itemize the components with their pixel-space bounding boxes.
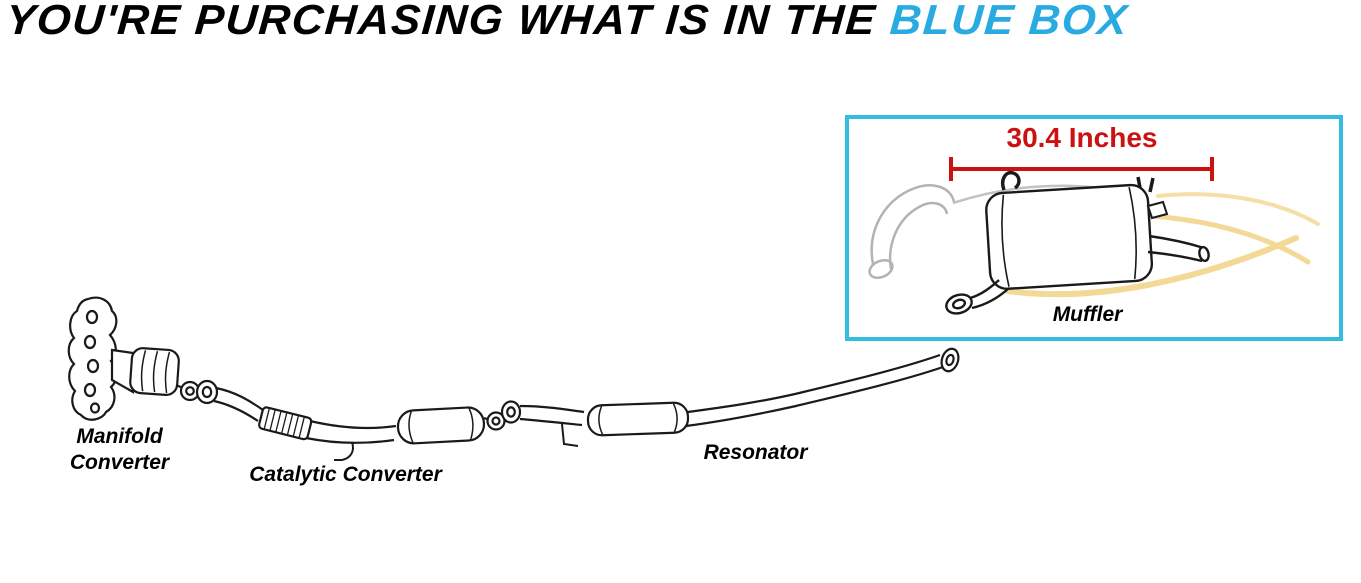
measurement-label: 30.4 Inches xyxy=(1006,122,1158,153)
muffler-drawing xyxy=(945,170,1210,315)
resonator-label: Resonator xyxy=(703,441,808,464)
manifold-converter-drawing xyxy=(67,296,201,421)
muffler-label: Muffler xyxy=(1052,303,1123,326)
resonator-drawing xyxy=(500,347,960,447)
blue-box-frame xyxy=(845,115,1343,341)
manifold-converter-label: Manifold Converter xyxy=(69,425,170,475)
exhaust-flow-swooshes xyxy=(1005,192,1320,298)
catalytic-converter-label: Catalytic Converter xyxy=(249,463,442,486)
catalytic-converter-drawing xyxy=(195,379,506,461)
measurement-line xyxy=(949,157,1214,181)
